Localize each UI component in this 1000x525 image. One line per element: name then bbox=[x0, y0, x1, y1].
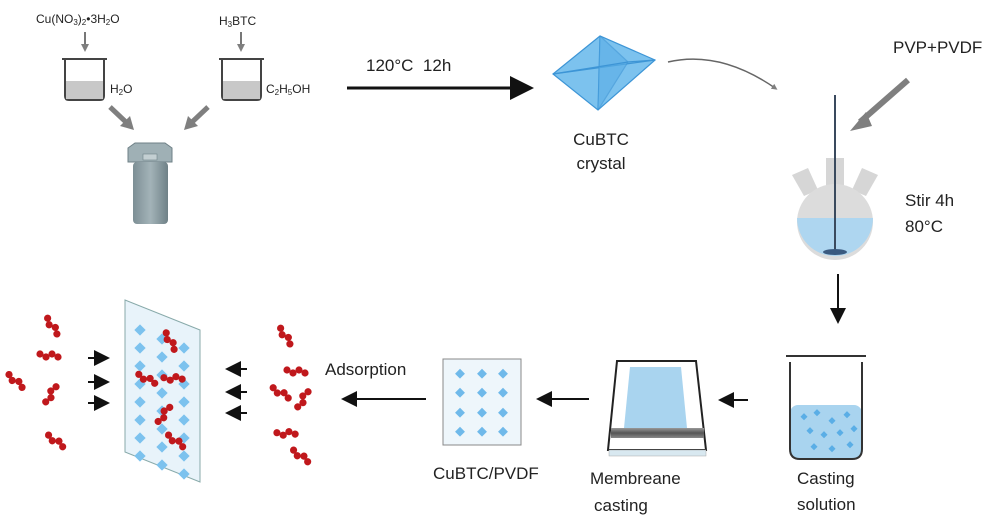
reaction-conditions-label: 120°C 12h bbox=[366, 56, 452, 75]
mof-particle bbox=[156, 351, 168, 363]
mof-particle bbox=[178, 414, 190, 426]
adsorption-label: Adsorption bbox=[325, 360, 407, 379]
precursor-arrows bbox=[81, 32, 245, 52]
mof-particle bbox=[134, 450, 146, 462]
dye-flow-arrows bbox=[88, 350, 247, 421]
water-label: H2O bbox=[110, 82, 133, 97]
mixing-arrows bbox=[108, 105, 210, 130]
mof-particle bbox=[134, 432, 146, 444]
dye-molecule bbox=[135, 370, 159, 387]
casting-solution-beaker bbox=[786, 355, 866, 460]
mof-particle bbox=[156, 423, 168, 435]
cubtc-pvdf-membrane bbox=[442, 358, 522, 446]
dye-molecule bbox=[5, 370, 26, 391]
mof-particle bbox=[178, 396, 190, 408]
polymers-label: PVP+PVDF bbox=[893, 38, 983, 57]
transfer-curve-arrow bbox=[667, 58, 778, 90]
dye-molecule bbox=[44, 314, 61, 338]
dye-molecule bbox=[44, 431, 67, 451]
mof-particle bbox=[156, 387, 168, 399]
mof-particle bbox=[134, 342, 146, 354]
cubtc-crystal-icon bbox=[552, 35, 657, 111]
adsorption-membrane bbox=[124, 299, 201, 483]
mof-particle bbox=[178, 360, 190, 372]
mof-particle bbox=[134, 396, 146, 408]
dye-molecule bbox=[154, 403, 174, 426]
dye-molecule bbox=[269, 384, 292, 402]
ligand-label: H3BTC bbox=[219, 14, 257, 29]
three-neck-flask bbox=[792, 95, 878, 260]
dye-molecules bbox=[5, 314, 312, 466]
dye-molecule bbox=[294, 388, 312, 411]
dye-molecule bbox=[273, 428, 299, 439]
mof-particle bbox=[178, 468, 190, 480]
mof-particle bbox=[134, 324, 146, 336]
membrane-casting-tray bbox=[606, 360, 708, 457]
dye-molecule bbox=[162, 329, 178, 353]
dye-molecule bbox=[36, 350, 62, 361]
membrane-product-label: CuBTC/PVDF bbox=[433, 464, 539, 483]
dye-molecule bbox=[42, 383, 60, 406]
dye-molecule bbox=[277, 324, 294, 348]
dye-molecule bbox=[283, 366, 309, 377]
mof-particle bbox=[134, 414, 146, 426]
mof-particle bbox=[156, 441, 168, 453]
polymer-addition-arrow bbox=[850, 77, 910, 131]
mof-particle bbox=[178, 342, 190, 354]
mof-particle bbox=[134, 360, 146, 372]
dye-molecule bbox=[164, 431, 187, 451]
ethanol-label: C2H5OH bbox=[266, 82, 311, 97]
cu-precursor-label: Cu(NO3)2•3H2O bbox=[36, 12, 120, 27]
mof-particle bbox=[156, 459, 168, 471]
beaker-water bbox=[62, 58, 107, 101]
dye-molecule bbox=[160, 373, 186, 384]
beaker-ethanol bbox=[219, 58, 264, 101]
autoclave-vessel bbox=[127, 142, 173, 224]
mof-particle bbox=[178, 450, 190, 462]
dye-molecule bbox=[289, 446, 312, 466]
